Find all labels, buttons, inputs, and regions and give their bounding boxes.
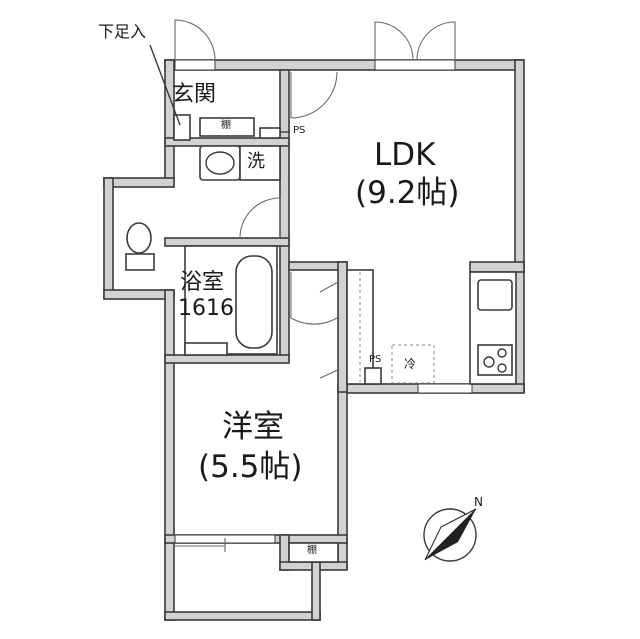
compass bbox=[423, 508, 477, 562]
shoe-cabinet bbox=[173, 114, 191, 141]
bath-label: 浴室 bbox=[180, 270, 225, 295]
washer-pan bbox=[239, 145, 281, 181]
ps-kitchen-label: PS bbox=[369, 354, 382, 365]
ldk-size: (9.2帖) bbox=[355, 175, 460, 211]
compass-north-label: N bbox=[474, 495, 483, 509]
toilet bbox=[125, 222, 155, 271]
kitchen bbox=[469, 271, 517, 385]
entrance-shelf bbox=[199, 117, 255, 137]
shoe-step-label: 下足入 bbox=[98, 22, 147, 41]
ps-box-entrance bbox=[259, 127, 281, 139]
ldk-label: LDK bbox=[374, 137, 436, 173]
ps-entrance-label: PS bbox=[293, 125, 306, 136]
entrance-label: 玄関 bbox=[172, 82, 217, 107]
shelf-western-label: 棚 bbox=[307, 545, 317, 556]
fridge-space bbox=[391, 344, 435, 384]
bath-size: 1616 bbox=[178, 296, 234, 321]
fridge-label: 冷 bbox=[404, 357, 417, 371]
western-room-size: (5.5帖) bbox=[198, 449, 303, 485]
ldk-closet bbox=[319, 269, 382, 385]
shelf-entrance-label: 棚 bbox=[221, 120, 231, 131]
western-shelf bbox=[288, 542, 339, 563]
washer-label: 洗 bbox=[247, 151, 265, 172]
bathtub bbox=[184, 245, 278, 356]
doors bbox=[174, 19, 456, 552]
western-room-label: 洋室 bbox=[222, 409, 284, 445]
shoe-step-pointer bbox=[149, 44, 181, 126]
